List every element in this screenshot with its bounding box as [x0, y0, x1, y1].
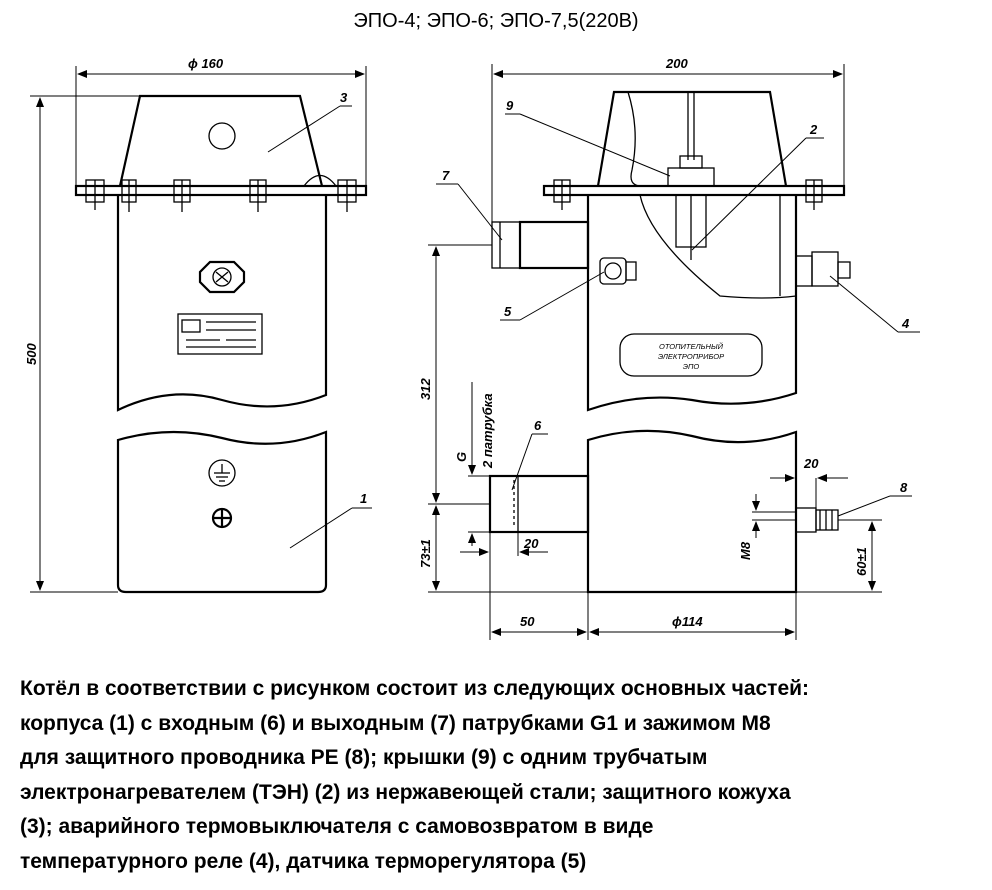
body-upper	[116, 195, 328, 412]
leader-4	[829, 275, 899, 333]
side-cover-outline	[596, 90, 788, 187]
leader-3	[267, 105, 341, 153]
dimension-500: 500	[24, 343, 39, 365]
nameplate-front	[177, 313, 263, 355]
flange-bolts	[85, 174, 357, 212]
dimension-73: 73±1	[418, 539, 433, 568]
nameplate-side: ОТОПИТЕЛЬНЫЙ ЭЛЕКТРОПРИБОР ЭПО	[619, 333, 763, 377]
caption-line: электронагревателем (ТЭН) (2) из нержаве…	[20, 780, 791, 804]
dimension-thread-g: G	[454, 452, 469, 462]
caption-line: корпуса (1) с входным (6) и выходным (7)…	[20, 711, 771, 735]
leader-2	[691, 137, 807, 251]
temperature-relay-4	[795, 251, 851, 287]
part-number-4: 4	[901, 316, 910, 331]
svg-text:ЭПО: ЭПО	[683, 362, 700, 371]
svg-text:ЭЛЕКТРОПРИБОР: ЭЛЕКТРОПРИБОР	[658, 352, 724, 361]
leader-6	[511, 433, 533, 491]
body-lower	[116, 430, 328, 594]
dimension-50: 50	[520, 614, 535, 629]
caption-line: (3); аварийного термовыключателя с самов…	[20, 815, 654, 838]
part-number-5: 5	[504, 304, 512, 319]
inlet-pipe-6	[488, 474, 590, 534]
ground-terminal-icon	[211, 507, 233, 529]
side-flange	[542, 184, 846, 197]
dimension-200: 200	[665, 56, 688, 71]
part-number-8: 8	[900, 480, 908, 495]
dimension-pipes-label: 2 патрубка	[480, 393, 495, 469]
sensor-5	[599, 257, 637, 285]
front-view: 3 1 ϕ 160 500	[24, 56, 372, 594]
dimension-312: 312	[418, 378, 433, 400]
part-number-6: 6	[534, 418, 542, 433]
side-view: ОТОПИТЕЛЬНЫЙ ЭЛЕКТРОПРИБОР ЭПО 9 2 7 5 4…	[418, 56, 920, 640]
cable-gland	[198, 260, 246, 294]
boiler-drawing: 3 1 ϕ 160 500	[24, 56, 920, 640]
side-body-lower	[586, 429, 798, 594]
dimension-114: ϕ114	[672, 614, 703, 629]
dimension-160: ϕ 160	[188, 56, 224, 71]
side-body-upper	[586, 195, 798, 412]
leader-9	[519, 113, 671, 177]
outlet-pipe-7	[491, 220, 590, 270]
part-number-1: 1	[360, 491, 367, 506]
side-flange-bolts	[553, 179, 823, 210]
dimension-60: 60±1	[854, 547, 869, 576]
ground-symbol-icon	[208, 459, 236, 487]
dimension-m8: M8	[738, 541, 753, 560]
part-number-7: 7	[442, 168, 450, 183]
caption-line: Котёл в соответствии с рисунком состоит …	[20, 677, 810, 700]
heater-lid-9	[667, 92, 715, 260]
svg-text:ОТОПИТЕЛЬНЫЙ: ОТОПИТЕЛЬНЫЙ	[659, 342, 724, 351]
leader-1	[289, 507, 353, 549]
part-number-3: 3	[340, 90, 348, 105]
caption-line: для защитного проводника РЕ (8); крышки …	[20, 746, 708, 769]
diagram-title: ЭПО-4; ЭПО-6; ЭПО-7,5(220В)	[353, 10, 639, 32]
description-text: Котёл в соответствии с рисунком состоит …	[20, 672, 980, 879]
pe-terminal-8	[795, 507, 839, 533]
flange-plate	[74, 184, 368, 197]
part-number-2: 2	[809, 122, 818, 137]
caption-line: температурного реле (4), датчика терморе…	[20, 849, 587, 873]
cover-hole	[208, 122, 236, 150]
part-number-9: 9	[506, 98, 514, 113]
dimension-20-right: 20	[803, 456, 819, 471]
dimension-20-left: 20	[523, 536, 539, 551]
leader-8	[837, 495, 891, 517]
cover-outline	[118, 94, 324, 187]
